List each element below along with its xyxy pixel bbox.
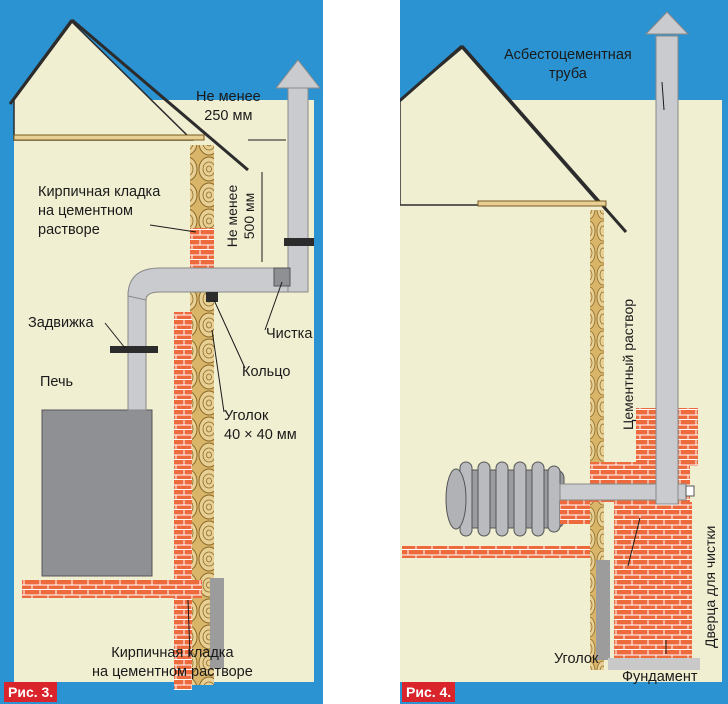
label-ring: Кольцо xyxy=(242,364,291,380)
leader-brick-bottom xyxy=(187,599,191,657)
label-cleanout: Чистка xyxy=(266,326,313,342)
ceiling-beam xyxy=(13,134,205,141)
leader-pipe xyxy=(661,81,665,111)
figure-4-drawing xyxy=(400,11,722,682)
figure-badge: Рис. 3. xyxy=(4,682,58,702)
log-wall xyxy=(590,210,604,670)
cleanout-door xyxy=(685,485,695,497)
foundation-post xyxy=(596,560,610,660)
chimney-cap xyxy=(274,59,322,89)
leader-ring xyxy=(213,299,246,369)
chimney-pipe xyxy=(287,87,309,293)
label-cleanout-door: Дверца для чистки xyxy=(702,525,718,648)
figure-badge: Рис. 4. xyxy=(402,682,456,702)
label-stove: Печь xyxy=(40,374,74,390)
leader-cleanout xyxy=(264,281,283,331)
leader-brick-top xyxy=(149,224,197,233)
brick-chimney-base xyxy=(614,502,692,660)
floor-bricks xyxy=(22,580,202,598)
ring xyxy=(206,292,218,302)
floor-bricks xyxy=(402,546,590,558)
label-damper: Задвижка xyxy=(28,315,94,331)
foundation xyxy=(608,658,700,670)
chimney-clamp xyxy=(284,238,314,246)
pipe-cap xyxy=(644,11,690,35)
sauna-stove xyxy=(445,461,565,537)
leader-angle xyxy=(627,517,641,567)
foundation-post xyxy=(210,578,224,668)
brick-ledge xyxy=(560,500,590,524)
roof-edge-left xyxy=(400,44,463,103)
damper xyxy=(110,346,158,353)
cleanout-hatch xyxy=(273,267,291,287)
label-cement-mortar: Цементный раствор xyxy=(620,298,636,430)
leader-angle xyxy=(211,329,225,413)
gable xyxy=(13,20,194,141)
stove xyxy=(41,409,153,577)
label-angle: Уголок xyxy=(554,651,599,667)
leader-damper xyxy=(104,322,126,349)
roof-edge-left xyxy=(8,19,74,105)
roof-edge-right xyxy=(71,18,249,172)
asbestos-pipe xyxy=(655,35,679,505)
ceiling-beam xyxy=(477,200,607,207)
figure-3-drawing xyxy=(8,18,322,690)
label-foundation: Фундамент xyxy=(622,669,698,685)
